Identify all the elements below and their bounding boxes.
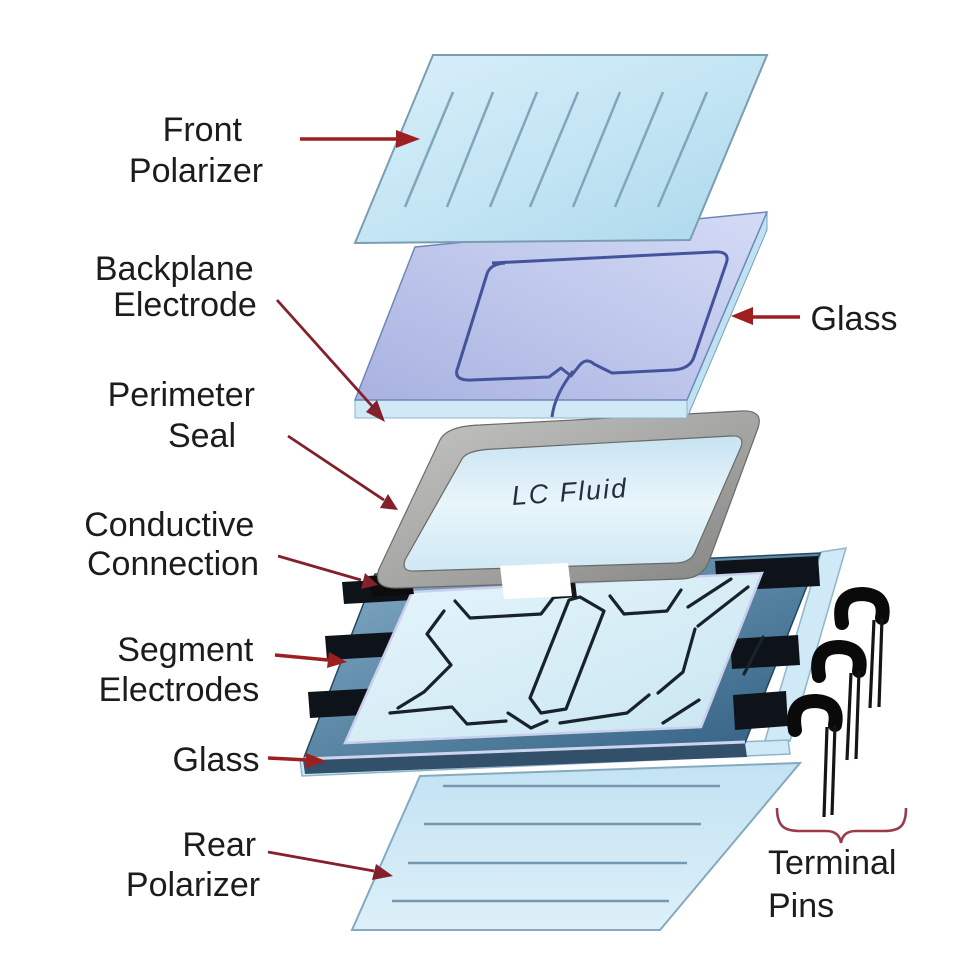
seal-fill-port-gap bbox=[500, 563, 572, 599]
lc-fluid-panel bbox=[404, 435, 742, 572]
arrow-segment-electrodes bbox=[274, 652, 347, 668]
arrow-conductive-connection bbox=[277, 554, 378, 589]
label-backplane-electrode: Backplane Electrode bbox=[95, 250, 263, 324]
perimeter-seal-frame bbox=[376, 410, 760, 589]
arrow-glass-upper bbox=[731, 307, 800, 325]
terminal-pins bbox=[775, 586, 908, 844]
label-rear-polarizer: Rear Polarizer bbox=[126, 826, 266, 904]
front-polarizer-sheet bbox=[353, 54, 769, 245]
front-polarizer-layer bbox=[353, 54, 769, 245]
label-glass-upper: Glass bbox=[811, 300, 898, 338]
arrow-glass-lower bbox=[267, 753, 326, 768]
arrow-rear-polarizer bbox=[267, 850, 393, 880]
terminal-pin-legs bbox=[822, 617, 884, 818]
front-polarizer-stripes bbox=[403, 91, 709, 208]
rear-polarizer-sheet bbox=[350, 761, 803, 931]
segment-glass-front-highlight bbox=[302, 740, 746, 761]
label-glass-lower: Glass bbox=[173, 741, 260, 779]
label-segment-electrodes: Segment Electrodes bbox=[99, 631, 263, 709]
backplane-glass-front-edge bbox=[354, 399, 688, 419]
segment-electrode-pattern bbox=[388, 577, 765, 730]
backplane-electrode-trace bbox=[455, 250, 729, 418]
segment-glass-layer bbox=[301, 552, 822, 774]
backplane-glass-layer bbox=[353, 211, 769, 419]
labels: Front Polarizer Backplane Electrode Peri… bbox=[84, 111, 906, 925]
perimeter-seal-layer: LC Fluid bbox=[376, 410, 760, 599]
arrow-perimeter-seal bbox=[287, 434, 398, 510]
rear-polarizer-stripes bbox=[392, 784, 720, 903]
arrow-front-polarizer bbox=[300, 130, 420, 148]
label-perimeter-seal: Perimeter Seal bbox=[108, 376, 265, 455]
callout-arrows bbox=[267, 130, 800, 880]
segment-glass-thickness bbox=[303, 743, 747, 774]
label-front-polarizer: Front Polarizer bbox=[129, 111, 263, 190]
arrow-backplane-electrode bbox=[275, 299, 385, 422]
terminal-pin-heads bbox=[787, 586, 890, 737]
terminal-pins-brace bbox=[775, 807, 908, 844]
rear-polarizer-layer bbox=[350, 761, 803, 931]
label-conductive-connection: Conductive Connection bbox=[84, 506, 264, 583]
label-terminal-pins: Terminal Pins bbox=[768, 844, 906, 925]
